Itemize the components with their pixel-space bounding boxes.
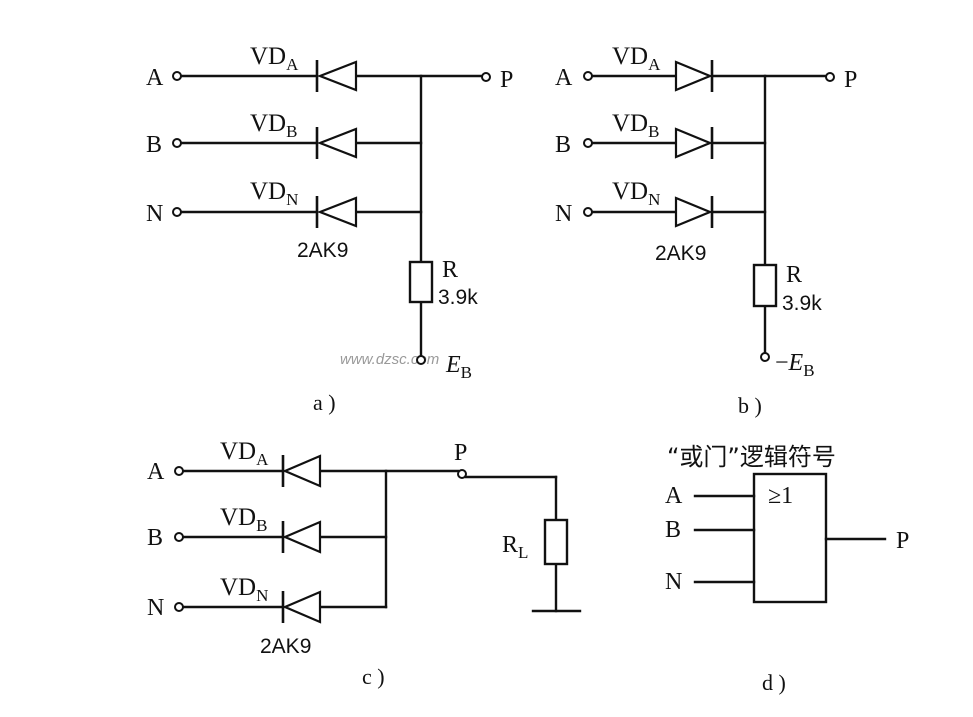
diode-label-vd-b: VDB [220,504,267,535]
or-gate-title: “或门”逻辑符号 [667,443,836,471]
input-terminal-b [172,138,182,148]
watermark: www.dzsc.com [340,351,439,368]
input-terminal-n [583,207,593,217]
input-terminal-a [583,71,593,81]
output-label-p: P [500,67,513,93]
diode-label-vd-a: VDA [612,43,661,74]
panel-a-circuit [172,60,491,365]
output-terminal-p [825,72,835,82]
input-label-n: N [147,595,164,621]
input-label-b: B [147,525,163,551]
panel-d-labels: “或门”逻辑符号 A B N ≥1 P d ) [665,443,909,695]
resistor-name-label: R [786,262,802,288]
or-gate-box [752,472,828,604]
panel-d-or-gate-symbol [693,472,887,604]
load-resistor-label: RL [502,532,528,562]
diode-label-vd-a: VDA [220,438,269,469]
diode-label-vd-n: VDN [612,178,660,209]
diode-model-label: 2AK9 [297,239,348,262]
input-label-a: A [555,65,573,91]
input-terminal-n [172,207,182,217]
diode-vd-a [315,60,358,92]
panel-a-labels: A B N VDA VDB VDN 2AK9 P R 3.9k EB a ) [146,43,513,415]
diode-label-vd-n: VDN [250,178,298,209]
input-terminal-a [172,71,182,81]
input-label-b: B [555,132,571,158]
caption-d: d ) [762,670,786,695]
caption-b: b ) [738,393,762,418]
diode-label-vd-b: VDB [612,110,659,141]
resistor-value-label: 3.9k [438,286,478,309]
input-terminal-b [174,532,184,542]
diode-label-vd-n: VDN [220,574,268,605]
input-label-n: N [555,201,572,227]
diode-vd-n [315,196,358,228]
panel-c-circuit [174,454,582,624]
diode-vd-a [281,454,322,488]
output-label-p: P [896,528,909,554]
panel-b-circuit [583,60,835,362]
supply-terminal [416,355,426,365]
diode-label-vd-a: VDA [250,43,299,74]
diode-vd-b [281,520,322,554]
input-terminal-b [583,138,593,148]
panel-c-labels: A B N VDA VDB VDN 2AK9 P RL c ) [147,438,528,689]
input-label-a: A [146,65,164,91]
diode-model-label: 2AK9 [260,635,311,658]
input-label-a: A [147,459,165,485]
resistor-r [408,260,434,304]
load-resistor-rl [543,518,569,566]
diode-label-vd-b: VDB [250,110,297,141]
diode-vd-b [315,127,358,159]
supply-terminal [760,352,770,362]
gate-symbol-label: ≥1 [768,483,793,509]
diode-vd-a [674,60,714,92]
input-label-b: B [146,132,162,158]
caption-c: c ) [362,664,385,689]
input-label-a: A [665,483,683,509]
diode-vd-b [674,127,714,159]
output-terminal-p [457,469,467,479]
resistor-name-label: R [442,257,458,283]
supply-label: EB [445,352,472,382]
output-label-p: P [454,440,467,466]
resistor-value-label: 3.9k [782,292,822,315]
diode-model-label: 2AK9 [655,242,706,265]
panel-b-labels: A B N VDA VDB VDN 2AK9 P R 3.9k −EB b ) [555,43,857,418]
input-label-n: N [146,201,163,227]
output-terminal-p [481,72,491,82]
caption-a: a ) [313,390,336,415]
diode-vd-n [674,196,714,228]
diode-vd-n [281,590,322,624]
input-terminal-a [174,466,184,476]
output-label-p: P [844,67,857,93]
supply-label: −EB [775,350,815,380]
resistor-r [752,263,778,308]
input-label-n: N [665,569,682,595]
input-terminal-n [174,602,184,612]
input-label-b: B [665,517,681,543]
